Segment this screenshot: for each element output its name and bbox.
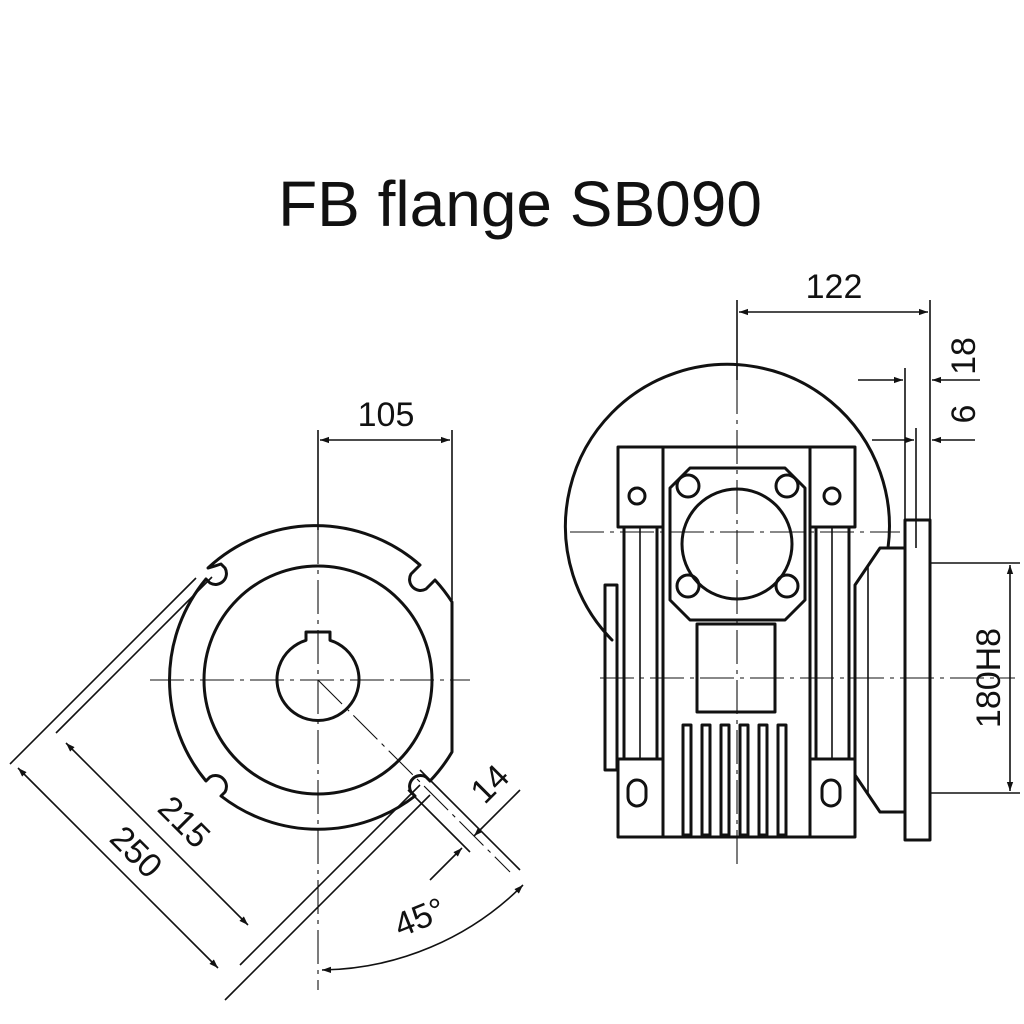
right-top-hole [822,486,842,506]
dim-215-ext-bottom [239,784,421,966]
dim-14-ext-b [407,789,471,853]
spigot-circle [202,564,434,796]
fin-3 [719,723,731,837]
dim-6-label: 6 [945,405,983,424]
input-bore-circle [680,487,794,601]
dim-215-line [65,742,249,926]
right-bottom-slot [820,778,842,808]
flange-plate [903,518,932,842]
input-hole-bl [675,573,701,599]
front-centerline-diagonal [317,679,511,873]
dim-250-ext-top [9,577,197,765]
right-column-bottom-block [808,757,857,839]
dim-215-label: 215 [150,789,217,856]
left-column-bottom-block [616,757,665,839]
dim-215-ext-top [55,576,213,734]
side-view: 122 18 6 180H8 [563,268,1020,870]
dim-14-ext-a [419,769,521,871]
dim-14-label: 14 [463,757,517,811]
fin-2 [700,723,712,837]
wheel-housing-arc [563,362,891,642]
fin-4 [738,723,750,837]
fin-1 [681,723,693,837]
left-column-top-block [616,445,665,529]
dim-14-line-b [429,847,463,881]
shaft-bore-keyway [275,630,361,723]
central-body [661,445,812,839]
drawing-title: FB flange SB090 [278,168,762,240]
dim-18-label: 18 [945,337,983,375]
left-bottom-slot [626,778,648,808]
input-hole-br [774,573,800,599]
dim-180-label: 180H8 [970,628,1008,728]
dim-105-label: 105 [358,396,415,434]
fin-6 [776,723,788,837]
dim-250-label: 250 [102,819,169,886]
dim-14-line-a [473,789,521,837]
dim-122-label: 122 [806,268,863,306]
dim-45-arc [321,884,524,974]
left-top-hole [627,486,647,506]
flange-adapter [853,546,907,814]
inspection-window [695,622,777,714]
input-hole-tl [675,473,701,499]
fin-5 [757,723,769,837]
left-cap [603,583,619,772]
flange-outer-contour [168,524,454,831]
dim-45-label: 45° [389,891,451,945]
input-hole-tr [774,473,800,499]
dim-250-line [17,767,219,969]
front-view: 105 215 250 14 45° [9,396,524,1001]
